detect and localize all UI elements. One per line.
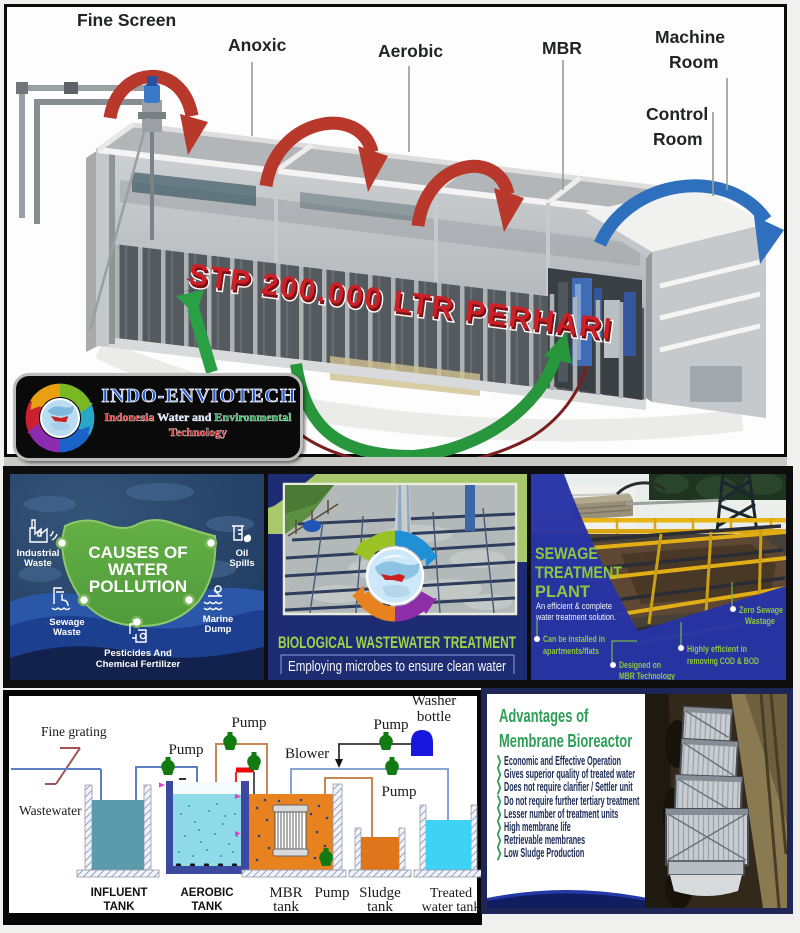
svg-text:SEWAGE: SEWAGE — [535, 544, 598, 563]
svg-text:POLLUTION: POLLUTION — [89, 577, 187, 596]
svg-text:Waste: Waste — [53, 627, 81, 638]
svg-text:INFLUENT: INFLUENT — [91, 887, 148, 899]
svg-text:Pump: Pump — [231, 715, 266, 731]
svg-text:AEROBIC: AEROBIC — [180, 887, 233, 899]
svg-text:CAUSES OF: CAUSES OF — [88, 543, 187, 562]
svg-text:water tank: water tank — [422, 900, 481, 913]
svg-text:tank: tank — [273, 899, 299, 913]
svg-text:water treatment solution.: water treatment solution. — [535, 612, 616, 623]
svg-text:bottle: bottle — [417, 709, 452, 725]
svg-text:Control: Control — [646, 104, 708, 124]
svg-text:TANK: TANK — [103, 901, 135, 913]
svg-text:Wastewater: Wastewater — [19, 803, 82, 818]
svg-text:Pump: Pump — [373, 717, 408, 733]
svg-text:Waste: Waste — [24, 558, 52, 569]
svg-text:Industrial: Industrial — [17, 548, 60, 559]
svg-text:TANK: TANK — [191, 901, 223, 913]
svg-text:Room: Room — [669, 52, 719, 72]
svg-text:Sludge: Sludge — [359, 885, 401, 901]
svg-text:Washer: Washer — [412, 696, 457, 709]
svg-text:Fine grating: Fine grating — [41, 724, 107, 739]
svg-text:Oil: Oil — [236, 548, 249, 559]
svg-text:Pesticides And: Pesticides And — [104, 648, 172, 659]
svg-text:Anoxic: Anoxic — [228, 35, 287, 55]
svg-text:TREATMENT: TREATMENT — [535, 563, 623, 582]
svg-text:Fine Screen: Fine Screen — [77, 10, 176, 30]
svg-text:Dump: Dump — [205, 624, 232, 635]
svg-text:WATER: WATER — [108, 560, 168, 579]
svg-text:Wastage: Wastage — [745, 616, 775, 627]
svg-text:Designed on: Designed on — [619, 660, 661, 671]
svg-text:MBR: MBR — [269, 885, 302, 901]
svg-text:Treated: Treated — [430, 886, 472, 901]
svg-text:Can be installed in: Can be installed in — [543, 634, 605, 645]
svg-text:Zero Sewage: Zero Sewage — [739, 605, 783, 616]
svg-text:Chemical Fertilizer: Chemical Fertilizer — [96, 659, 181, 670]
svg-text:Highly efficient in: Highly efficient in — [687, 644, 747, 655]
svg-text:MBR: MBR — [542, 38, 582, 58]
svg-text:Blower: Blower — [285, 746, 329, 762]
svg-text:tank: tank — [367, 899, 393, 913]
svg-text:Aerobic: Aerobic — [378, 41, 443, 61]
svg-text:Pump: Pump — [168, 742, 203, 758]
svg-text:Pump: Pump — [381, 784, 416, 800]
svg-text:Marine: Marine — [203, 614, 234, 625]
svg-text:An efficient & complete: An efficient & complete — [536, 601, 612, 612]
svg-text:Spills: Spills — [229, 558, 254, 569]
svg-text:BIOLOGICAL WASTEWATER TREATMEN: BIOLOGICAL WASTEWATER TREATMENT — [278, 634, 516, 652]
svg-text:PLANT: PLANT — [535, 582, 591, 601]
svg-text:MBR Technology: MBR Technology — [619, 671, 676, 680]
svg-text:Employing microbes to ensure c: Employing microbes to ensure clean water — [288, 659, 506, 675]
svg-text:apartments/flats: apartments/flats — [543, 646, 599, 657]
svg-text:Pump: Pump — [314, 885, 349, 901]
svg-text:Room: Room — [653, 129, 703, 149]
svg-text:Sewage: Sewage — [49, 617, 84, 628]
svg-text:Machine: Machine — [655, 27, 725, 47]
svg-text:removing COD & BOD: removing COD & BOD — [687, 656, 759, 667]
